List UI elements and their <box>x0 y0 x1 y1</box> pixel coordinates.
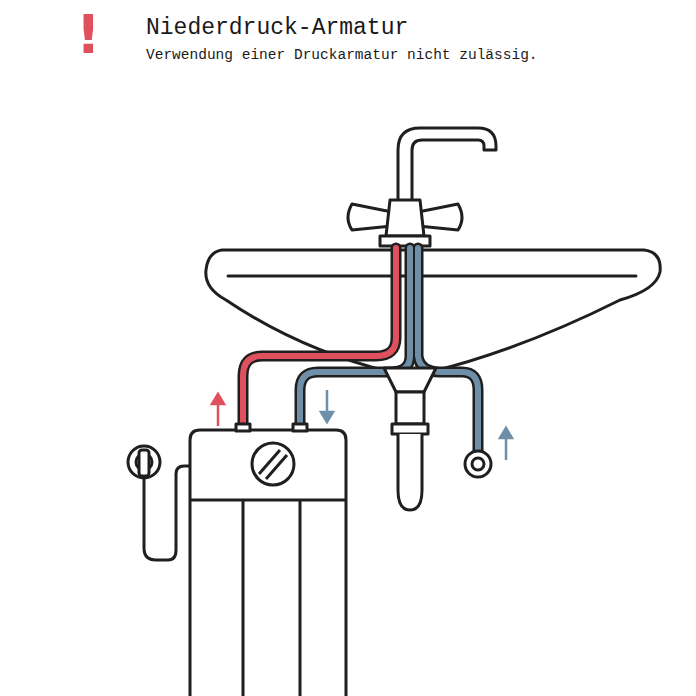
cold-water-pipe <box>300 248 410 428</box>
plug <box>139 450 149 476</box>
faucet-body <box>386 200 424 236</box>
hot-water-pipe <box>243 248 396 428</box>
supply-pipe <box>418 248 478 452</box>
flow-arrow <box>212 394 224 404</box>
siphon-trap <box>398 434 422 510</box>
drain-nut <box>392 424 428 434</box>
wall-socket <box>128 446 160 478</box>
drain-pipe <box>396 392 424 424</box>
flow-arrow <box>321 412 333 422</box>
flow-arrow <box>500 428 512 438</box>
faucet-base <box>380 236 430 246</box>
power-cable <box>144 466 190 560</box>
faucet-handle <box>348 204 392 230</box>
water-heater <box>190 430 346 696</box>
angle-valve <box>465 451 491 477</box>
diagram-title: Niederdruck-Armatur <box>146 16 408 41</box>
drain-funnel <box>384 368 436 392</box>
warning-mark: ! <box>76 8 101 62</box>
faucet-spout <box>398 128 496 200</box>
temperature-dial <box>252 443 294 485</box>
sink-rim <box>228 275 636 278</box>
faucet-handle <box>418 204 462 230</box>
warning-note: Verwendung einer Druckarmatur nicht zulä… <box>146 48 538 64</box>
